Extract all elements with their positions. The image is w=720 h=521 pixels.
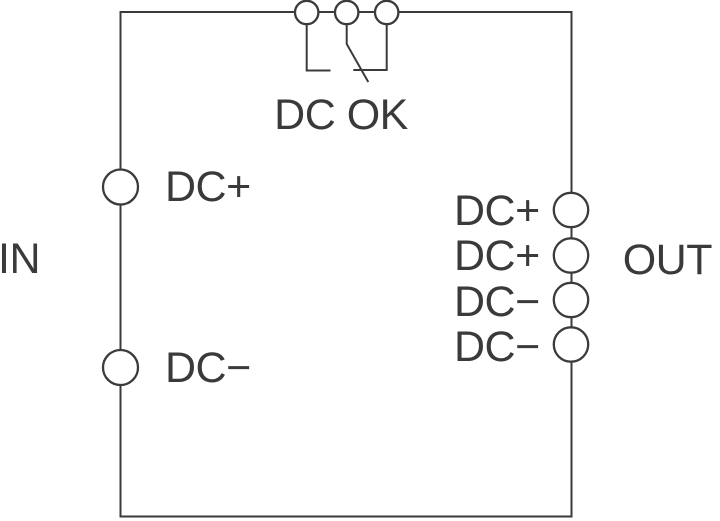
dc-ok-label: DC OK (274, 91, 409, 139)
input-dc-plus-label: DC+ (165, 163, 251, 211)
out-label: OUT (623, 236, 713, 284)
in-label: IN (0, 235, 40, 283)
dc-ok-terminal-2 (333, 0, 360, 26)
output-dc-minus-terminal-2 (552, 326, 590, 363)
output-dc-plus-terminal-1 (552, 191, 590, 229)
output-dc-minus-label-2: DC− (454, 323, 540, 371)
dc-ok-relay-contact (305, 23, 388, 83)
output-dc-plus-terminal-2 (552, 237, 590, 274)
input-dc-minus-terminal (101, 348, 140, 387)
input-dc-plus-terminal (101, 168, 140, 206)
dc-ok-terminal-1 (293, 0, 320, 26)
output-dc-minus-label-1: DC− (454, 278, 540, 326)
output-dc-plus-label-1: DC+ (454, 187, 540, 235)
output-dc-minus-terminal-1 (552, 281, 590, 319)
input-dc-minus-label: DC− (165, 344, 251, 392)
dc-ok-terminal-3 (373, 0, 400, 26)
output-dc-plus-label-2: DC+ (454, 232, 540, 280)
